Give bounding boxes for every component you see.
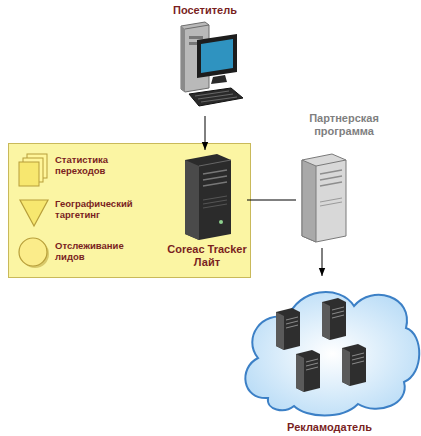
geo-icon — [17, 196, 51, 228]
visitor-computer: Посетитель — [165, 4, 245, 116]
node-text: Посетитель — [165, 4, 245, 17]
node-text: Партнерская программа — [296, 112, 392, 138]
node-text: Статистика переходов — [55, 154, 151, 176]
server-icon — [300, 152, 348, 242]
node-text: Coreac Tracker Лайт — [167, 243, 247, 269]
leads-icon — [17, 236, 51, 270]
server-icon — [181, 152, 235, 240]
geo-item: Географический таргетинг — [13, 194, 153, 232]
partner-server: Партнерская программа — [296, 112, 392, 248]
tracker-server: Coreac Tracker Лайт — [167, 150, 247, 276]
tracker-panel: Статистика переходовГеографический тарге… — [8, 143, 251, 278]
stats-icon — [17, 152, 51, 188]
node-text: Отслеживание лидов — [55, 240, 151, 262]
connector-line — [205, 116, 206, 150]
node-text: Рекламодатель — [238, 421, 421, 434]
cloud-shape — [238, 276, 421, 420]
computer-icon — [169, 22, 245, 116]
advertiser-cloud: Рекламодатель — [238, 276, 421, 434]
connector-line — [247, 200, 296, 201]
node-text: Географический таргетинг — [55, 198, 151, 220]
leads-item: Отслеживание лидов — [13, 236, 153, 274]
connector-line — [322, 248, 323, 276]
stats-item: Статистика переходов — [13, 150, 153, 190]
